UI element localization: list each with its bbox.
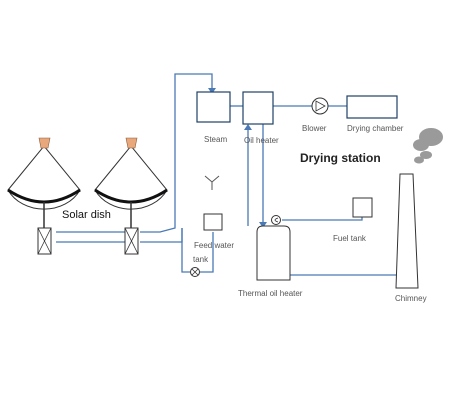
feed-water-pipe	[181, 228, 190, 273]
fuel-line	[282, 217, 363, 221]
smoke-puff-3	[420, 151, 432, 159]
arrow-up-oil-heater	[244, 124, 252, 130]
steam-label: Steam	[204, 135, 227, 144]
smoke-puff-4	[414, 156, 424, 164]
dish-right-base-cross-2	[124, 227, 139, 255]
thermal-oil-pump-mark	[274, 217, 279, 223]
oil-heater-label: Oil heater	[244, 136, 279, 145]
feed-pump-icon-x2	[191, 268, 199, 276]
blower-label: Blower	[302, 124, 327, 133]
solar-dish-right	[94, 137, 168, 255]
steam-trap-icon	[204, 175, 220, 190]
fuel-tank-label: Fuel tank	[333, 234, 367, 243]
smoke-cloud	[413, 128, 443, 164]
blower-arrow-icon	[315, 100, 326, 112]
fuel-tank-box	[352, 197, 373, 218]
dish-left-outline	[7, 145, 81, 210]
steam-box	[196, 91, 231, 123]
oil-heater-box	[242, 91, 274, 125]
steam-return-pipe	[140, 228, 183, 243]
chimney-shape	[395, 173, 419, 289]
dish-left-base-cross-2	[37, 227, 52, 255]
flow-arrows	[208, 88, 267, 228]
dish-right-outline	[94, 145, 168, 210]
feed-water-tank-box	[203, 213, 223, 231]
feed-water-pipe-2	[200, 232, 214, 273]
thermal-oil-pump-icon	[271, 215, 281, 225]
feed-water-tank-label: tank	[193, 255, 209, 264]
drying-station-title: Drying station	[300, 151, 381, 165]
arrow-into-steam	[208, 88, 216, 94]
arrow-down-thermal	[259, 222, 267, 228]
smoke-puff-2	[413, 139, 429, 151]
drying-chamber-label: Drying chamber	[347, 124, 404, 133]
chimney-label: Chimney	[395, 294, 427, 303]
drying-chamber-box	[346, 95, 398, 119]
solar-dish-label: Solar dish	[62, 209, 111, 221]
feed-water-label: Feed water	[194, 241, 234, 250]
thermal-oil-heater-shape	[256, 225, 291, 281]
thermal-oil-heater-label: Thermal oil heater	[238, 289, 303, 298]
steam-supply-pipe	[140, 73, 213, 233]
pipe-network	[56, 73, 400, 276]
solar-dish-left	[7, 137, 81, 255]
dish-left-receiver	[38, 137, 51, 149]
dish-right-receiver	[125, 137, 138, 149]
